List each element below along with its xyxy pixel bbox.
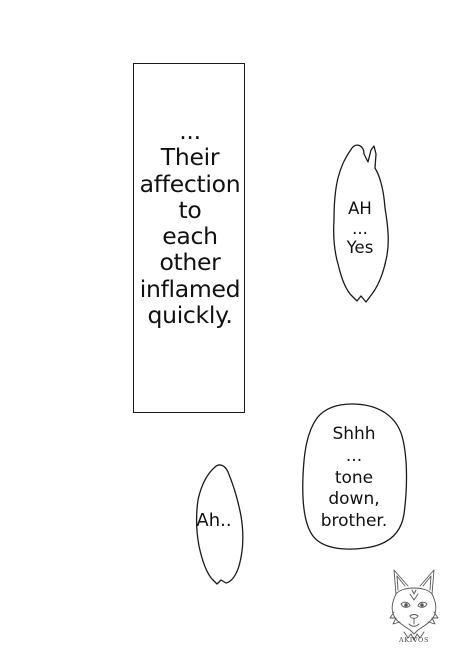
- bubble-ah-yes-text: AH ... Yes: [346, 199, 374, 257]
- narration-box: ... Their affection to each other inflam…: [133, 63, 245, 413]
- bubble-ah-text: Ah..: [196, 510, 232, 531]
- watermark-text: AKIVOS: [398, 636, 430, 644]
- fox-head-icon: [389, 569, 439, 641]
- narration-text: ... Their affection to each other inflam…: [139, 117, 241, 330]
- bubble-shhh-text: Shhh ... tone down, brother.: [320, 424, 388, 532]
